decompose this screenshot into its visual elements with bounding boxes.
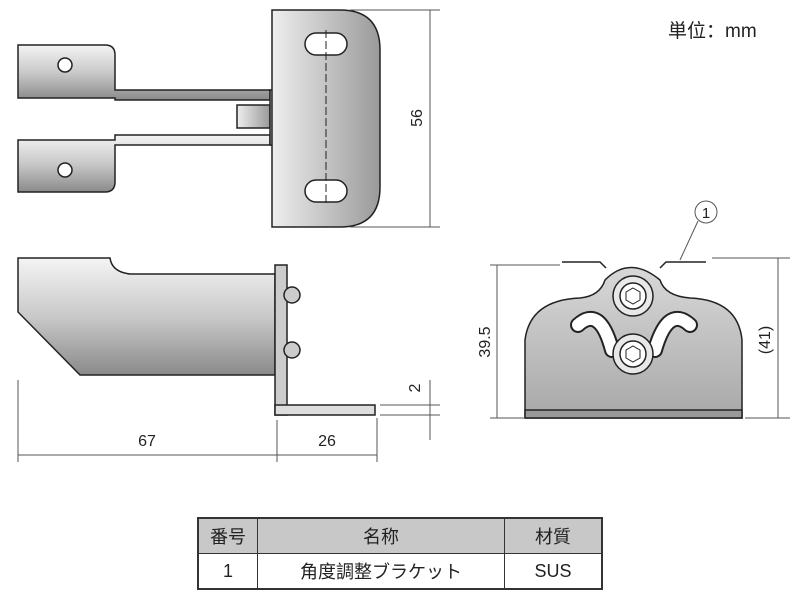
- dimension-lines: [17, 9, 790, 462]
- front-view: [524, 261, 743, 419]
- table-row: 1 角度調整ブラケット SUS: [197, 553, 603, 590]
- hole: [57, 57, 73, 73]
- side-view: [17, 257, 376, 416]
- cell-number: 1: [197, 553, 258, 590]
- header-number: 番号: [197, 517, 258, 554]
- bolt: [236, 104, 271, 129]
- cell-name: 角度調整ブラケット: [257, 553, 505, 590]
- dim-41: (41): [757, 326, 774, 354]
- top-view: [17, 9, 381, 228]
- hole: [57, 162, 73, 178]
- dim-26: 26: [318, 433, 336, 450]
- dim-67: 67: [138, 433, 156, 450]
- unit-label: 単位：mm: [668, 21, 757, 42]
- header-name: 名称: [257, 517, 505, 554]
- callout-number: 1: [702, 205, 710, 222]
- dim-56: 56: [409, 109, 426, 127]
- parts-table: 番号 名称 材質 1 角度調整ブラケット SUS: [197, 517, 603, 590]
- dim-2: 2: [407, 383, 424, 392]
- header-material: 材質: [504, 517, 603, 554]
- cell-material: SUS: [504, 553, 603, 590]
- dim-39-5: 39.5: [477, 326, 494, 357]
